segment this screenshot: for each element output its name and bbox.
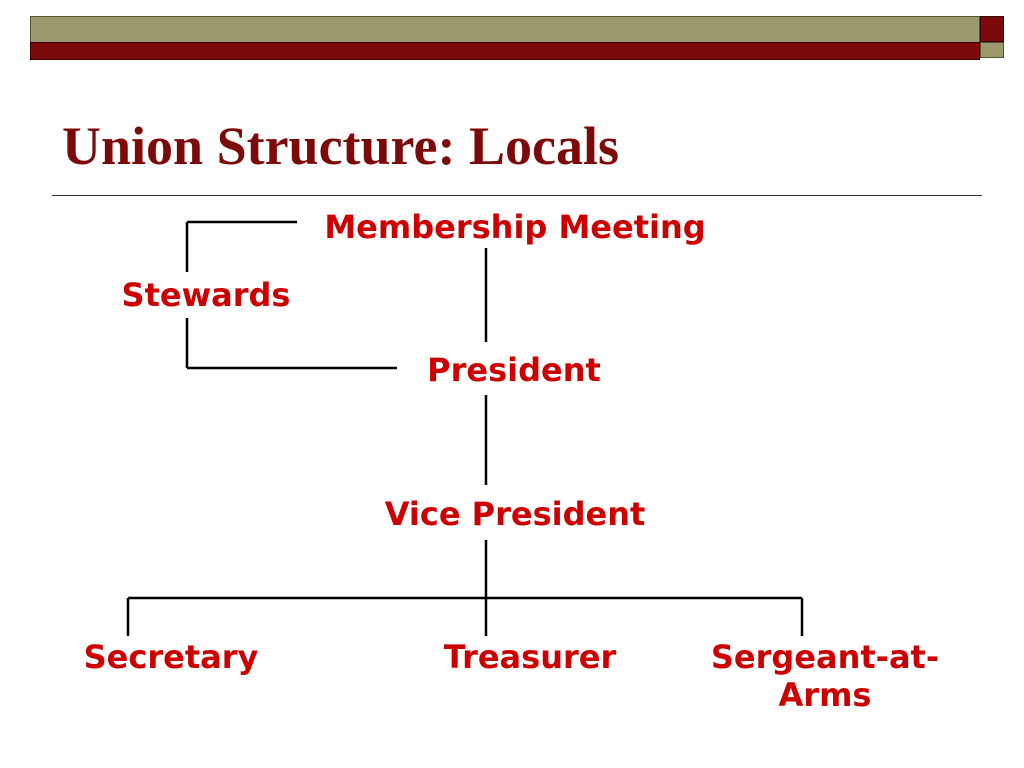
header-banner-maroon — [30, 42, 980, 60]
node-membership-meeting: Membership Meeting — [324, 208, 706, 246]
slide-title: Union Structure: Locals — [62, 116, 620, 176]
node-secretary: Secretary — [83, 638, 259, 676]
corner-accent-square-top — [980, 16, 1004, 42]
node-sergeant-at-arms-line1: Sergeant-at- — [710, 638, 940, 676]
title-divider — [52, 195, 982, 196]
corner-accent-square-bottom — [980, 42, 1004, 58]
node-sergeant-at-arms-line2: Arms — [778, 676, 872, 714]
node-treasurer: Treasurer — [443, 638, 617, 676]
node-sergeant-at-arms: Sergeant-at- Arms — [680, 638, 970, 714]
node-president: President — [427, 351, 601, 389]
node-vice-president: Vice President — [384, 495, 646, 533]
node-stewards: Stewards — [121, 276, 291, 314]
